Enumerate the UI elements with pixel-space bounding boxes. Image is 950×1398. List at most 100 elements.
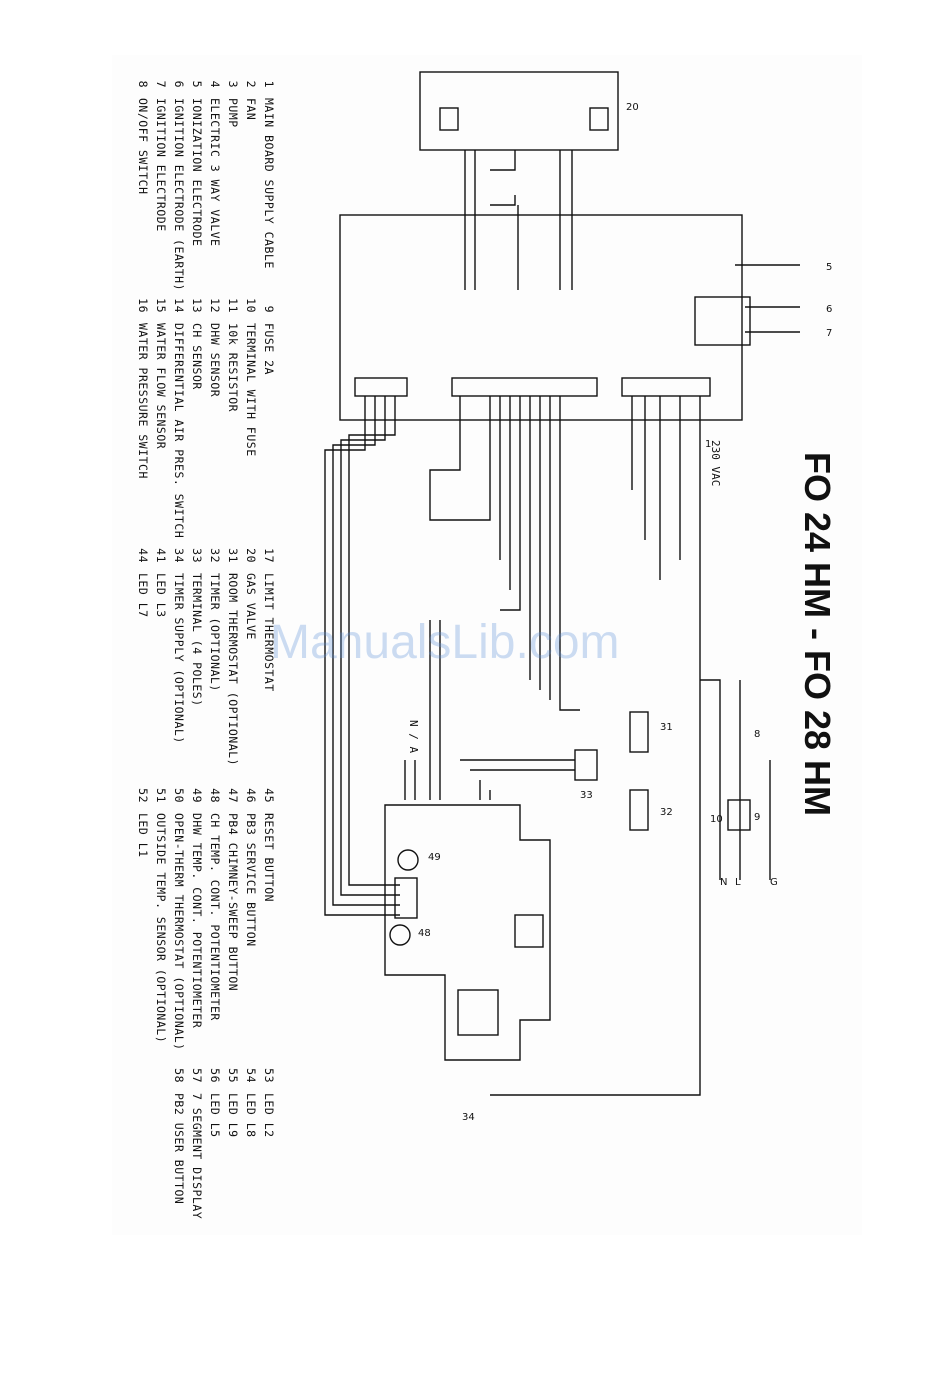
connector-middle xyxy=(451,377,598,397)
label-49: 49 xyxy=(428,852,441,863)
legend-item: 52LED L1 xyxy=(134,775,152,1051)
legend-label: LED L2 xyxy=(262,1093,276,1138)
legend-number: 46 xyxy=(244,788,258,803)
legend-item: 7IGNITION ELECTRODE xyxy=(152,60,170,291)
legend-item: 47PB4 CHIMNEY-SWEEP BUTTON xyxy=(224,775,242,1051)
legend-label: FAN xyxy=(244,98,258,121)
legend-label: IONIZATION ELECTRODE xyxy=(190,98,204,247)
diagram-title: FO 24 HM - FO 28 HM xyxy=(797,452,838,817)
legend-label: LED L5 xyxy=(208,1093,222,1138)
legend-number: 1 xyxy=(262,80,276,88)
board-relay xyxy=(457,989,499,1036)
legend-item: 13 CH SENSOR xyxy=(188,285,206,538)
label-7: 7 xyxy=(826,328,832,339)
label-31: 31 xyxy=(660,722,673,733)
legend-label: RESET BUTTON xyxy=(262,813,276,903)
legend-number: 15 xyxy=(154,298,168,313)
legend-item: 20GAS VALVE xyxy=(242,535,260,766)
legend-number: 31 xyxy=(226,548,240,563)
legend-item: 12DHW SENSOR xyxy=(206,285,224,538)
legend-item: 1MAIN BOARD SUPPLY CABLE xyxy=(260,60,278,291)
connector-left xyxy=(354,377,408,397)
legend-number: 5 xyxy=(190,80,204,88)
legend-label: WATER FLOW SENSOR xyxy=(154,323,168,450)
connector-right xyxy=(621,377,711,397)
legend-item: 16WATER PRESSURE SWITCH xyxy=(134,285,152,538)
legend-label: PB4 CHIMNEY-SWEEP BUTTON xyxy=(226,813,240,992)
legend-item: 2FAN xyxy=(242,60,260,291)
seven-segment-display xyxy=(514,914,544,948)
main-control-board xyxy=(384,804,551,1061)
legend-label: OUTSIDE TEMP. SENSOR (OPTIONAL) xyxy=(154,813,168,1044)
diagram-sheet xyxy=(112,55,862,1235)
legend-item: 56LED L5 xyxy=(206,1055,224,1219)
legend-number: 55 xyxy=(226,1068,240,1083)
legend-item: 53LED L2 xyxy=(260,1055,278,1219)
gas-valve-wires xyxy=(464,150,573,290)
legend-item: 33TERMINAL (4 POLES) xyxy=(188,535,206,766)
legend-number: 17 xyxy=(262,548,276,563)
legend-label: PB3 SERVICE BUTTON xyxy=(244,813,258,947)
legend-label: ROOM THERMOSTAT (OPTIONAL) xyxy=(226,573,240,767)
label-20: 20 xyxy=(626,102,639,113)
legend-label: TERMINAL WITH FUSE xyxy=(244,323,258,457)
terminal-G: G xyxy=(770,877,778,888)
board-connector xyxy=(394,877,418,919)
legend-label: CH SENSOR xyxy=(190,323,204,390)
legend-item: 3PUMP xyxy=(224,60,242,291)
fuse-holder xyxy=(727,799,751,831)
supply-label: 230 VAC xyxy=(709,440,722,487)
electrode-wires xyxy=(735,264,800,333)
legend-number: 33 xyxy=(190,548,204,563)
legend-label: TERMINAL (4 POLES) xyxy=(190,573,204,707)
terminal-4-poles xyxy=(574,749,598,781)
pressure-switch-loop xyxy=(429,396,491,521)
label-8: 8 xyxy=(754,729,760,740)
gas-valve-coil-right xyxy=(589,107,609,131)
legend-number: 9 xyxy=(262,305,276,313)
legend-item: 44LED L7 xyxy=(134,535,152,766)
legend-label: ON/OFF SWITCH xyxy=(136,98,150,195)
load-wires xyxy=(631,396,701,580)
legend-item: 15WATER FLOW SENSOR xyxy=(152,285,170,538)
legend-label: 10k RESISTOR xyxy=(226,323,240,413)
legend-label: PUMP xyxy=(226,98,240,128)
legend-item: 41LED L3 xyxy=(152,535,170,766)
legend-item: 32TIMER (OPTIONAL) xyxy=(206,535,224,766)
legend-number: 51 xyxy=(154,788,168,803)
label-34: 34 xyxy=(462,1112,475,1123)
legend-number: 54 xyxy=(244,1068,258,1083)
ignition-transformer xyxy=(694,296,751,346)
legend-label: LED L8 xyxy=(244,1093,258,1138)
legend-item: 49DHW TEMP. CONT. POTENTIOMETER xyxy=(188,775,206,1051)
legend-label: IGNITION ELECTRODE (EARTH) xyxy=(172,98,186,292)
label-32: 32 xyxy=(660,807,673,818)
legend-label: LED L1 xyxy=(136,813,150,858)
legend-number: 58 xyxy=(172,1068,186,1083)
supply-wires xyxy=(490,540,741,1096)
legend-number: 47 xyxy=(226,788,240,803)
legend-label: LED L3 xyxy=(154,573,168,618)
timer xyxy=(629,789,649,831)
legend-number: 13 xyxy=(190,298,204,313)
main-harness-frame xyxy=(339,214,743,421)
legend-number: 7 xyxy=(154,80,168,88)
legend-number: 16 xyxy=(136,298,150,313)
legend-item: 34TIMER SUPPLY (OPTIONAL) xyxy=(170,535,188,766)
legend-number: 11 xyxy=(226,298,240,313)
legend-item: 48CH TEMP. CONT. POTENTIOMETER xyxy=(206,775,224,1051)
legend-item: 50OPEN-THERM THERMOSTAT (OPTIONAL) xyxy=(170,775,188,1050)
legend-item: 10TERMINAL WITH FUSE xyxy=(242,285,260,538)
terminal-wires-33 xyxy=(460,759,575,800)
legend-label: DHW SENSOR xyxy=(208,323,222,398)
legend-item: 45RESET BUTTON xyxy=(260,775,278,1051)
legend-item: 31ROOM THERMOSTAT (OPTIONAL) xyxy=(224,535,242,766)
legend-label: ELECTRIC 3 WAY VALVE xyxy=(208,98,222,247)
legend-label: DHW TEMP. CONT. POTENTIOMETER xyxy=(190,813,204,1029)
legend-number: 45 xyxy=(262,788,276,803)
legend-label: 7 SEGMENT DISPLAY xyxy=(190,1093,204,1220)
